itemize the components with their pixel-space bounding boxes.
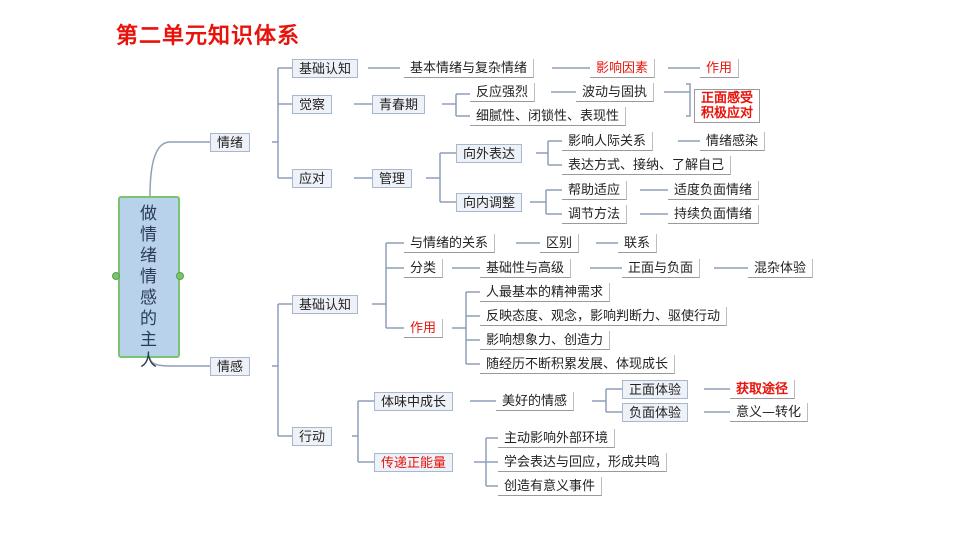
emotion-cognition[interactable]: 基础认知 bbox=[292, 59, 359, 78]
spread-positive-energy[interactable]: 传递正能量 bbox=[374, 453, 454, 472]
branch-emotion[interactable]: 情绪 bbox=[210, 133, 251, 152]
obtain-ways[interactable]: 获取途径 bbox=[730, 380, 796, 399]
feeling-cognition[interactable]: 基础认知 bbox=[292, 295, 359, 314]
meaning-transform[interactable]: 意义—转化 bbox=[730, 403, 809, 422]
collapse-left-icon[interactable] bbox=[112, 272, 120, 280]
mixed-experience[interactable]: 混杂体验 bbox=[748, 259, 814, 278]
basic-advanced[interactable]: 基础性与高级 bbox=[480, 259, 572, 278]
fluctuation[interactable]: 波动与固执 bbox=[576, 83, 655, 102]
root-char: 的 bbox=[140, 309, 158, 329]
root-char: 情 bbox=[140, 267, 158, 287]
root-char: 感 bbox=[140, 288, 158, 308]
adjust-methods[interactable]: 调节方法 bbox=[562, 205, 628, 224]
note-line: 正面感受 bbox=[701, 91, 754, 106]
help-adapt[interactable]: 帮助适应 bbox=[562, 181, 628, 200]
emotion-basic-complex[interactable]: 基本情绪与复杂情绪 bbox=[404, 59, 535, 78]
persistent-negative[interactable]: 持续负面情绪 bbox=[668, 205, 760, 224]
note-line: 积极应对 bbox=[701, 106, 754, 121]
feeling-effect[interactable]: 作用 bbox=[404, 319, 444, 338]
emotion-factor[interactable]: 影响因素 bbox=[590, 59, 656, 78]
expression-methods[interactable]: 表达方式、接纳、了解自己 bbox=[562, 156, 732, 175]
root-node[interactable]: 做 情 绪 情 感 的 主 人 bbox=[118, 196, 180, 371]
spread-item[interactable]: 主动影响外部环境 bbox=[498, 429, 616, 448]
positive-experience[interactable]: 正面体验 bbox=[622, 380, 689, 399]
root-char: 绪 bbox=[140, 246, 158, 266]
spread-item[interactable]: 学会表达与回应，形成共鸣 bbox=[498, 453, 668, 472]
emotion-effect[interactable]: 作用 bbox=[700, 59, 740, 78]
emotion-awareness[interactable]: 觉察 bbox=[292, 95, 333, 114]
branch-feeling[interactable]: 情感 bbox=[210, 357, 251, 376]
management[interactable]: 管理 bbox=[372, 169, 413, 188]
effect-item[interactable]: 反映态度、观念，影响判断力、驱使行动 bbox=[480, 307, 728, 326]
difference[interactable]: 区别 bbox=[540, 234, 580, 253]
effect-item[interactable]: 人最基本的精神需求 bbox=[480, 283, 611, 302]
positive-negative[interactable]: 正面与负面 bbox=[622, 259, 701, 278]
positive-note[interactable]: 正面感受 积极应对 bbox=[694, 89, 761, 123]
emotion-contagion[interactable]: 情绪感染 bbox=[700, 132, 766, 151]
effect-item[interactable]: 随经历不断积累发展、体现成长 bbox=[480, 355, 676, 374]
moderate-negative[interactable]: 适度负面情绪 bbox=[668, 181, 760, 200]
delicate-traits[interactable]: 细腻性、闭锁性、表现性 bbox=[470, 107, 627, 126]
interpersonal[interactable]: 影响人际关系 bbox=[562, 132, 654, 151]
feeling-action[interactable]: 行动 bbox=[292, 427, 333, 446]
inward-adjust[interactable]: 向内调整 bbox=[456, 193, 523, 212]
grow-through-experience[interactable]: 体味中成长 bbox=[374, 392, 454, 411]
root-char: 人 bbox=[140, 351, 158, 371]
negative-experience[interactable]: 负面体验 bbox=[622, 403, 689, 422]
classification[interactable]: 分类 bbox=[404, 259, 444, 278]
root-char: 做 bbox=[140, 204, 158, 224]
connection[interactable]: 联系 bbox=[618, 234, 658, 253]
page-title: 第二单元知识体系 bbox=[116, 24, 301, 49]
root-char: 情 bbox=[140, 225, 158, 245]
emotion-coping[interactable]: 应对 bbox=[292, 169, 333, 188]
relation-emotion[interactable]: 与情绪的关系 bbox=[404, 234, 496, 253]
adolescence[interactable]: 青春期 bbox=[372, 95, 426, 114]
outward-expression[interactable]: 向外表达 bbox=[456, 144, 523, 163]
root-label: 做 情 绪 情 感 的 主 人 bbox=[120, 204, 178, 372]
effect-item[interactable]: 影响想象力、创造力 bbox=[480, 331, 611, 350]
root-char: 主 bbox=[140, 330, 158, 350]
collapse-right-icon[interactable] bbox=[176, 272, 184, 280]
strong-reaction[interactable]: 反应强烈 bbox=[470, 83, 536, 102]
spread-item[interactable]: 创造有意义事件 bbox=[498, 477, 603, 496]
good-feelings[interactable]: 美好的情感 bbox=[496, 392, 575, 411]
